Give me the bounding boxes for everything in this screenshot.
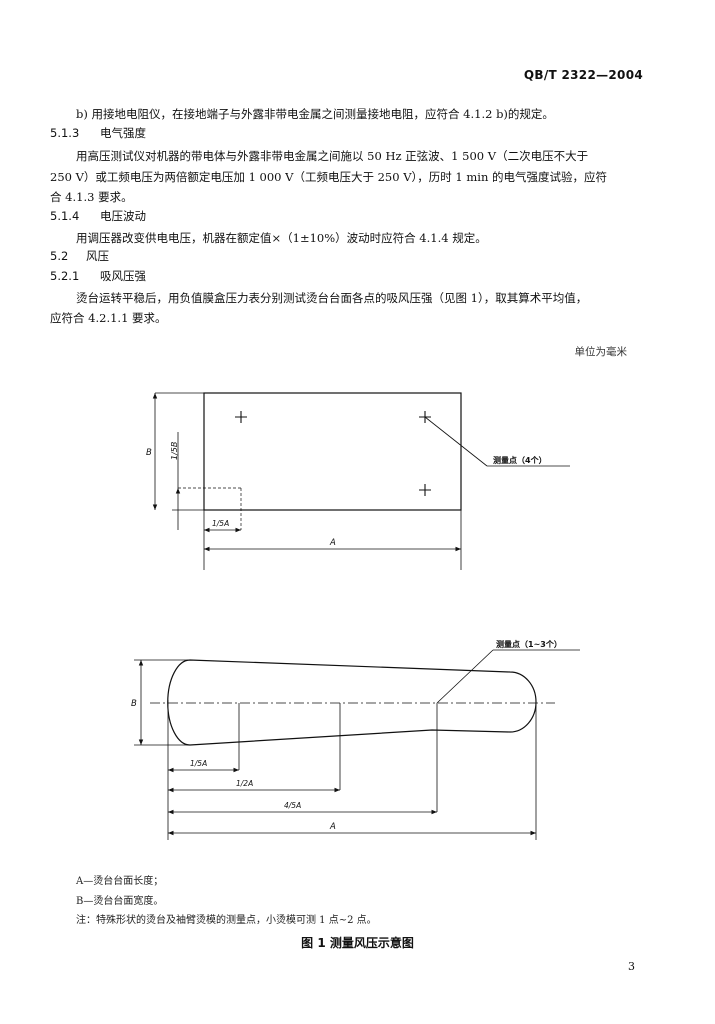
top-view-diagram [152,392,570,570]
label-fifth-a-bottom: 1/5A [190,759,207,768]
section-title: 风压 [86,249,109,263]
paragraph-line: 烫台运转平稳后，用负值膜盒压力表分别测试烫台台面各点的吸风压强（见图 1），取其… [76,291,588,305]
paragraph-line: 250 V）或工频电压为两倍额定电压加 1 000 V（工频电压大于 250 V… [50,170,608,184]
label-b-bottom: B [131,699,137,709]
section-number: 5.2.1 [50,269,80,283]
label-points-top: 测量点（4个） [493,455,547,465]
figure-note: 注：特殊形状的烫台及袖臂烫模的测量点，小烫模可测 1 点~2 点。 [76,915,377,926]
section-5-2-1-heading: 5.2.1 吸风压强 [50,268,146,284]
standard-code: QB/T 2322—2004 [523,68,643,82]
unit-note: 单位为毫米 [574,346,628,358]
table-top-rectangle [203,392,462,511]
page-number: 3 [628,960,635,973]
label-half-a: 1/2A [236,779,253,788]
section-number: 5.2 [50,249,69,263]
legend-a: A—烫台台面长度； [76,876,164,887]
section-5-2-heading: 5.2 风压 [50,248,109,264]
label-b-top: B [146,448,152,458]
section-title: 电气强度 [100,126,146,140]
section-5-1-4-heading: 5.1.4 电压波动 [50,208,146,224]
paragraph-line: 合 4.1.3 要求。 [50,190,133,204]
figure-caption: 图 1 测量风压示意图 [301,936,414,950]
paragraph-line: 用调压器改变供电电压，机器在额定值×（1±10%）波动时应符合 4.1.4 规定… [76,231,487,245]
section-5-1-3-heading: 5.1.3 电气强度 [50,125,146,141]
side-view-diagram [134,649,580,840]
paragraph-line: 用高压测试仪对机器的带电体与外露非带电金属之间施以 50 Hz 正弦波、1 50… [76,149,589,163]
label-fifth-a-top: 1/5A [212,519,229,528]
label-a-bottom: A [329,822,336,832]
label-points-bottom: 测量点（1~3个） [496,639,562,649]
section-title: 电压波动 [100,209,146,223]
section-number: 5.1.4 [50,209,80,223]
label-four-fifth-a: 4/5A [284,801,301,810]
label-a-top: A [329,538,336,548]
label-fifth-b: 1/5B [170,442,179,460]
section-number: 5.1.3 [50,126,80,140]
figure-1-diagram: B 1/5B 1/5A A 测量点（4个） B 1/5A 1/2A 4/5A A… [131,392,580,840]
legend-b: B—烫台台面宽度。 [76,896,164,907]
item-b: b) 用接地电阻仪，在接地端子与外露非带电金属之间测量接地电阻，应符合 4.1.… [76,107,554,121]
iron-table-outline [167,659,537,746]
paragraph-line: 应符合 4.2.1.1 要求。 [50,311,167,325]
measurement-points [235,411,431,496]
section-title: 吸风压强 [100,269,146,283]
